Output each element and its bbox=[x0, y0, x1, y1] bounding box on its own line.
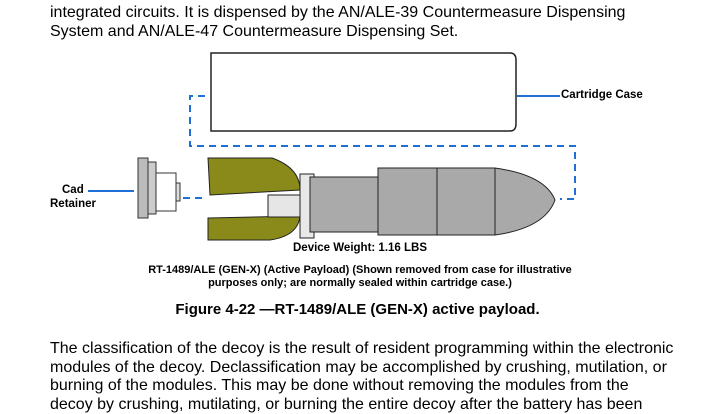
cartridge-case-label: Cartridge Case bbox=[561, 89, 643, 101]
text-line: burning of the modules. This may be done… bbox=[50, 377, 673, 396]
device-weight-label: Device Weight: 1.16 LBS bbox=[0, 242, 715, 254]
figure-title: Figure 4-22 —RT-1489/ALE (GEN-X) active … bbox=[0, 301, 715, 318]
payload-diagram bbox=[0, 0, 715, 300]
cartridge-case bbox=[211, 53, 516, 131]
text-line: The classification of the decoy is the r… bbox=[50, 340, 673, 359]
figure-caption: RT-1489/ALE (GEN-X) (Active Payload) (Sh… bbox=[100, 264, 620, 290]
active-payload bbox=[208, 158, 555, 240]
cad-label: Cad bbox=[62, 184, 84, 196]
caption-line: RT-1489/ALE (GEN-X) (Active Payload) (Sh… bbox=[100, 264, 620, 277]
body-paragraph: The classification of the decoy is the r… bbox=[50, 340, 673, 414]
text-line: decoy by crushing, mutilating, or burnin… bbox=[50, 396, 673, 414]
cad-retainer bbox=[138, 158, 180, 218]
caption-line: purposes only; are normally sealed withi… bbox=[100, 277, 620, 290]
retainer-label: Retainer bbox=[50, 198, 96, 210]
text-line: modules of the decoy. Declassification m… bbox=[50, 359, 673, 378]
